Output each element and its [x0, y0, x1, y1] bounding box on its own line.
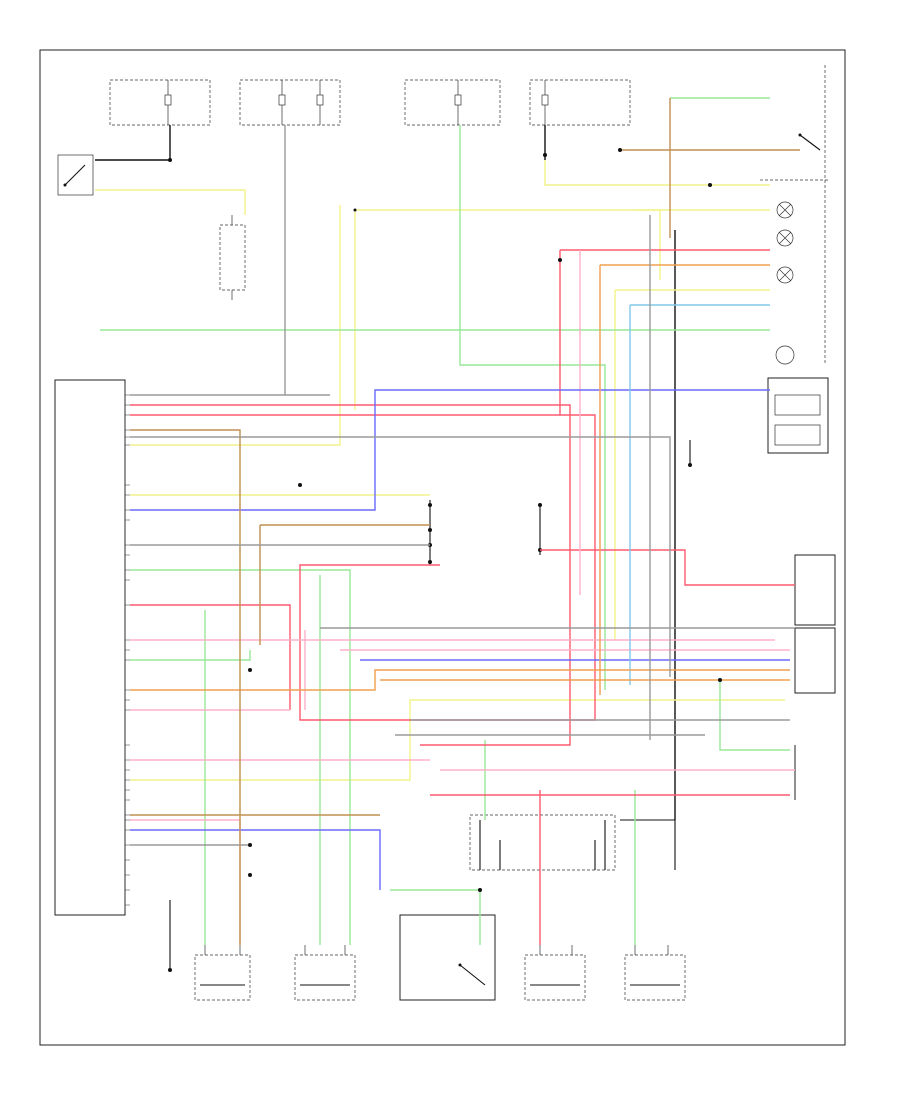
- wire-green-9: [390, 889, 481, 945]
- bottom-sensor-2: [294, 945, 356, 1001]
- top-fuse-box-left: [109, 79, 211, 126]
- bottom-sensor-1: [194, 945, 251, 1001]
- wires: [95, 97, 800, 945]
- bottom-sensor-4: [524, 945, 586, 1001]
- right-fuse-module: [767, 345, 829, 454]
- right-lamp-2: [776, 229, 794, 247]
- wire-yellow-2: [355, 209, 661, 280]
- wire-orange-5: [130, 429, 241, 945]
- wire-yellow-6: [130, 205, 341, 446]
- right-switch-top: [798, 133, 821, 151]
- control-module-left: [54, 379, 126, 916]
- right-column-frame: [760, 65, 830, 365]
- wire-red-3: [540, 549, 795, 586]
- diagram-frame: [39, 49, 846, 1046]
- wire-blue-4: [629, 304, 770, 685]
- center-splice-right: [538, 503, 542, 555]
- wire-red-1: [130, 404, 571, 746]
- wire-red-2: [130, 414, 596, 721]
- wire-yellow-1: [95, 189, 246, 215]
- wire-red-7: [130, 604, 291, 710]
- wire-orange-2: [599, 264, 770, 695]
- ecu-pin-ticks: [125, 394, 130, 906]
- relay-center-left: [219, 215, 246, 300]
- wire-blue-3: [130, 829, 381, 890]
- top-fuse-box-right2: [529, 79, 631, 126]
- right-lamp-3: [776, 266, 794, 284]
- center-splice-left: [428, 500, 432, 565]
- right-lamp-1: [776, 201, 794, 219]
- top-fuse-box-right1: [404, 79, 501, 126]
- wire-green-7: [130, 569, 351, 945]
- wire-pink-4: [130, 819, 241, 945]
- bottom-switch-3: [399, 914, 496, 1001]
- wire-orange-6: [259, 524, 430, 645]
- ground-bottom-left: [168, 900, 172, 972]
- wire-blue-1: [130, 389, 770, 511]
- bottom-connector-block: [469, 814, 676, 871]
- wire-gray-2: [130, 436, 671, 677]
- wire-yellow-4: [544, 160, 770, 186]
- wire-green-1: [459, 125, 606, 690]
- wire-black-1: [95, 125, 171, 161]
- top-fuse-box-center: [239, 79, 341, 126]
- ground-right: [688, 440, 692, 467]
- switch-top-left: [57, 154, 94, 196]
- wire-green-10: [719, 680, 790, 751]
- wire-green-4: [130, 650, 251, 661]
- right-connector-1: [794, 554, 836, 626]
- wire-yellow-8: [130, 699, 785, 781]
- right-connector-2: [794, 627, 836, 694]
- wire-yellow-9: [614, 289, 770, 640]
- splice-dots: [168, 148, 722, 892]
- wire-orange-1: [130, 669, 790, 691]
- bottom-sensor-5: [624, 945, 686, 1001]
